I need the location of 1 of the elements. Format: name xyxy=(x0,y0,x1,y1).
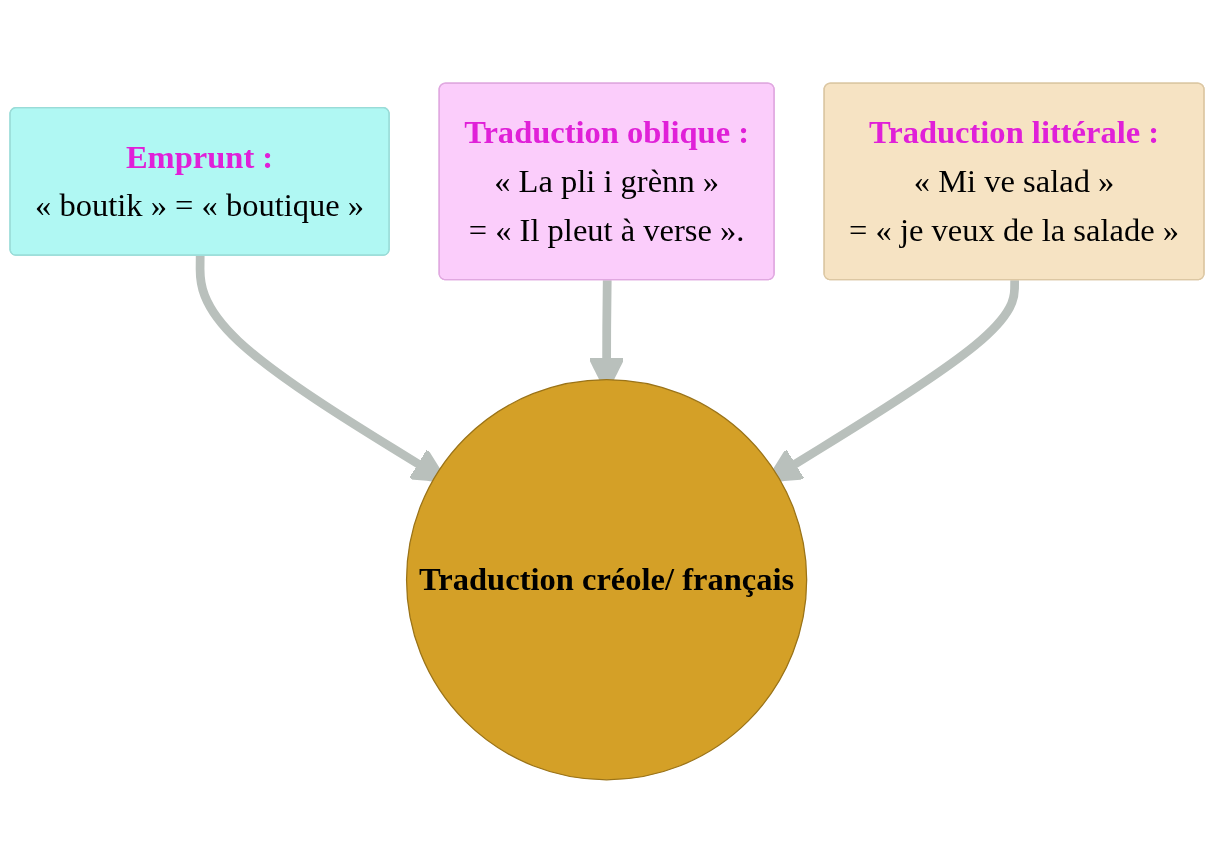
node-circle: Traduction créole/ français xyxy=(405,379,808,781)
